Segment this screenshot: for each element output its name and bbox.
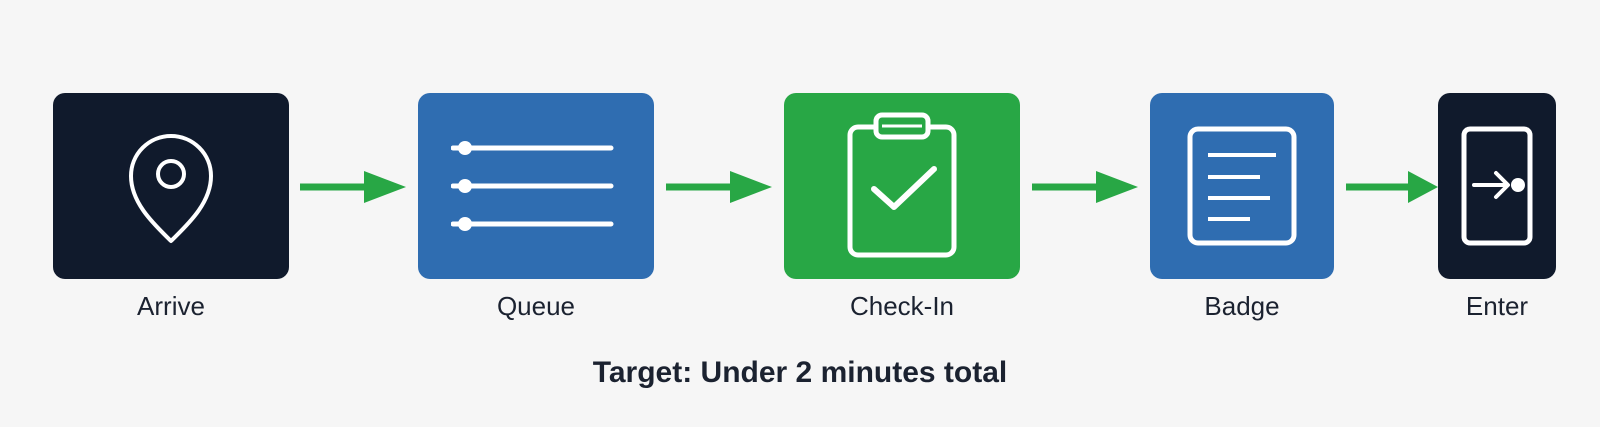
badge-document-icon	[1187, 126, 1297, 246]
step-label-check-in: Check-In	[849, 291, 955, 321]
step-arrive	[53, 93, 289, 279]
arrow-1	[300, 167, 406, 207]
step-check-in	[784, 93, 1020, 279]
arrow-right-icon	[1346, 171, 1438, 203]
step-label-arrive: Arrive	[137, 291, 205, 321]
step-badge	[1150, 93, 1334, 279]
map-pin-icon	[129, 134, 213, 243]
step-enter	[1438, 93, 1556, 279]
arrow-2	[666, 167, 772, 207]
enter-door-icon	[1461, 126, 1533, 246]
step-label-enter: Enter	[1465, 291, 1529, 321]
clipboard-check-icon	[847, 112, 957, 258]
arrow-3	[1032, 167, 1138, 207]
arrow-right-icon	[1032, 171, 1138, 203]
target-caption: Target: Under 2 minutes total	[592, 356, 1008, 389]
step-queue	[418, 93, 654, 279]
step-label-badge: Badge	[1204, 291, 1280, 321]
queue-list-icon	[451, 141, 614, 231]
arrow-right-icon	[300, 171, 406, 203]
step-label-queue: Queue	[496, 291, 576, 321]
arrow-4	[1346, 167, 1438, 207]
arrow-right-icon	[666, 171, 772, 203]
